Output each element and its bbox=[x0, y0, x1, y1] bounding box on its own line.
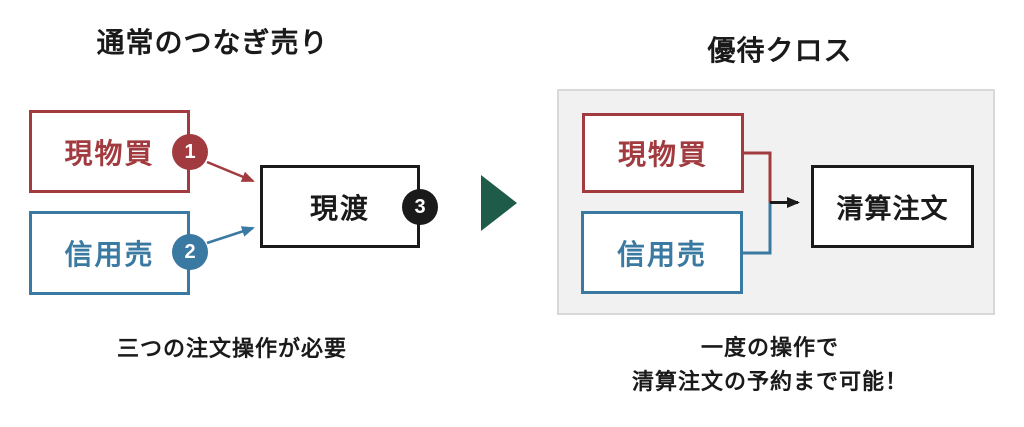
step-2-badge: 2 bbox=[172, 234, 208, 270]
seisan-order-box: 清算注文 bbox=[811, 165, 974, 248]
left-genwatashi-box: 現渡 bbox=[260, 165, 420, 248]
right-section-title: 優待クロス bbox=[707, 35, 853, 66]
step-3-badge: 3 bbox=[402, 189, 438, 225]
left-genwatashi-label: 現渡 bbox=[309, 192, 370, 224]
right-shinyou-label: 信用売 bbox=[616, 238, 707, 270]
right-genbutsu-label: 現物買 bbox=[617, 139, 708, 170]
transform-arrow-icon bbox=[481, 175, 517, 231]
shinyou-to-genwatashi-arrow bbox=[206, 226, 255, 245]
right-shinyou-box: 信用売 bbox=[581, 211, 743, 294]
right-caption-line1: 一度の操作で bbox=[700, 335, 839, 360]
left-shinyou-box: 信用売 bbox=[29, 211, 190, 295]
left-shinyou-label: 信用売 bbox=[64, 239, 155, 270]
right-caption-line2: 清算注文の予約まで可能！ bbox=[631, 369, 908, 394]
step-1-badge: 1 bbox=[172, 134, 208, 170]
genbutsu-to-genwatashi-arrow bbox=[206, 160, 255, 183]
right-caption: 一度の操作で 清算注文の予約まで可能！ bbox=[550, 331, 990, 399]
left-genbutsu-label: 現物買 bbox=[64, 137, 155, 169]
seisan-order-label: 清算注文 bbox=[836, 194, 949, 224]
right-genbutsu-box: 現物買 bbox=[582, 113, 744, 193]
left-caption: 三つの注文操作が必要 bbox=[116, 336, 347, 361]
left-section-title: 通常のつなぎ売り bbox=[96, 27, 329, 58]
left-genbutsu-box: 現物買 bbox=[29, 110, 190, 193]
